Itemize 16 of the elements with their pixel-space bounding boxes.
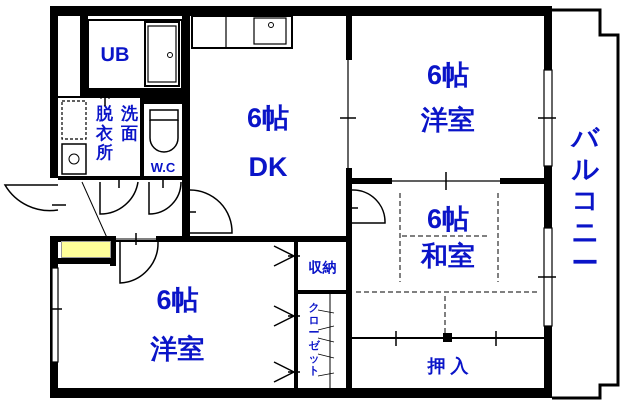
room-label: 洗面 — [121, 104, 138, 144]
room-label: 洋室 — [150, 336, 204, 363]
room-label: W.C — [150, 161, 176, 174]
room-label: 脱衣所 — [96, 104, 113, 163]
room-label: UB — [100, 45, 130, 65]
room-label: DK — [248, 154, 288, 180]
room-label: 6帖 — [246, 104, 290, 132]
room-label: 収納 — [308, 260, 336, 274]
room-label: バルコニー — [572, 123, 598, 279]
room-label: 和室 — [421, 243, 475, 270]
room-label: 6帖 — [156, 287, 199, 314]
room-label: 6帖 — [426, 206, 470, 233]
room-label: 押 入 — [427, 357, 468, 375]
room-label: 洋室 — [421, 107, 475, 134]
room-label: 6帖 — [426, 62, 470, 89]
room-label: クローゼット — [308, 302, 320, 378]
